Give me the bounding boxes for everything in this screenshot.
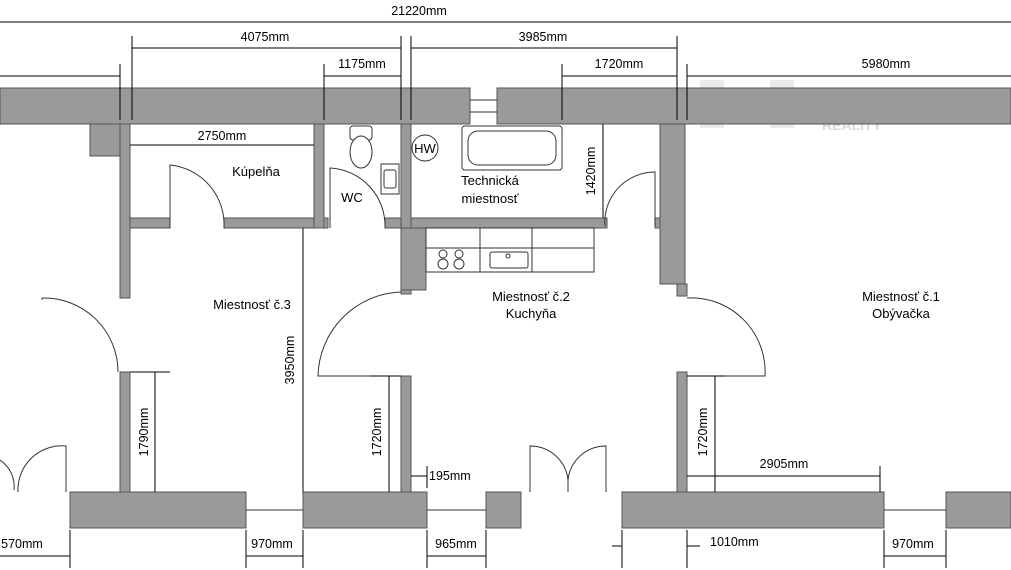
kitchen-counter bbox=[425, 227, 595, 273]
dim-1720-top: 1720mm bbox=[595, 57, 644, 71]
dim-970-b: 970mm bbox=[892, 537, 934, 551]
doors bbox=[0, 164, 766, 493]
dim-2905: 2905mm bbox=[760, 457, 809, 471]
walls bbox=[0, 87, 1011, 529]
dim-4075: 4075mm bbox=[241, 30, 290, 44]
room-label-technicka-2: miestnosť bbox=[462, 191, 519, 206]
toilet-icon bbox=[349, 125, 373, 169]
hw-label: HW bbox=[414, 141, 436, 156]
windows bbox=[246, 99, 946, 511]
room-label-room3: Miestnosť č.3 bbox=[213, 297, 291, 312]
room-label-room2-1: Miestnosť č.2 bbox=[492, 289, 570, 304]
dim-965: 965mm bbox=[435, 537, 477, 551]
fixtures: HW bbox=[349, 125, 595, 273]
bathtub-icon bbox=[461, 125, 563, 171]
dim-1790: 1790mm bbox=[137, 408, 151, 457]
dim-1010: 1010mm bbox=[710, 535, 759, 549]
dim-195: 195mm bbox=[429, 469, 471, 483]
dim-1720-mid: 1720mm bbox=[370, 408, 384, 457]
dim-2750: 2750mm bbox=[198, 129, 247, 143]
room-label-kupelna: Kúpelňa bbox=[232, 164, 280, 179]
room-label-room1-1: Miestnosť č.1 bbox=[862, 289, 940, 304]
dim-total: 21220mm bbox=[391, 4, 447, 18]
dim-3950: 3950mm bbox=[283, 336, 297, 385]
water-heater-icon: HW bbox=[411, 134, 439, 162]
room-label-room1-2: Obývačka bbox=[872, 306, 931, 321]
dimension-labels: 21220mm 4075mm 3985mm 1175mm 1720mm 5980… bbox=[1, 4, 934, 551]
dim-570: 570mm bbox=[1, 537, 43, 551]
room-label-wc: WC bbox=[341, 190, 363, 205]
dim-1720-right: 1720mm bbox=[696, 408, 710, 457]
dimension-lines bbox=[0, 21, 1011, 568]
dim-5980: 5980mm bbox=[862, 57, 911, 71]
room-labels: Kúpelňa WC Technická miestnosť Miestnosť… bbox=[213, 164, 940, 321]
room-label-room2-2: Kuchyňa bbox=[506, 306, 557, 321]
dim-970-a: 970mm bbox=[251, 537, 293, 551]
dim-1175: 1175mm bbox=[338, 57, 386, 71]
dim-1420: 1420mm bbox=[584, 147, 598, 196]
room-label-technicka-1: Technická bbox=[461, 173, 520, 188]
sink-icon bbox=[380, 163, 400, 195]
dim-3985: 3985mm bbox=[519, 30, 568, 44]
